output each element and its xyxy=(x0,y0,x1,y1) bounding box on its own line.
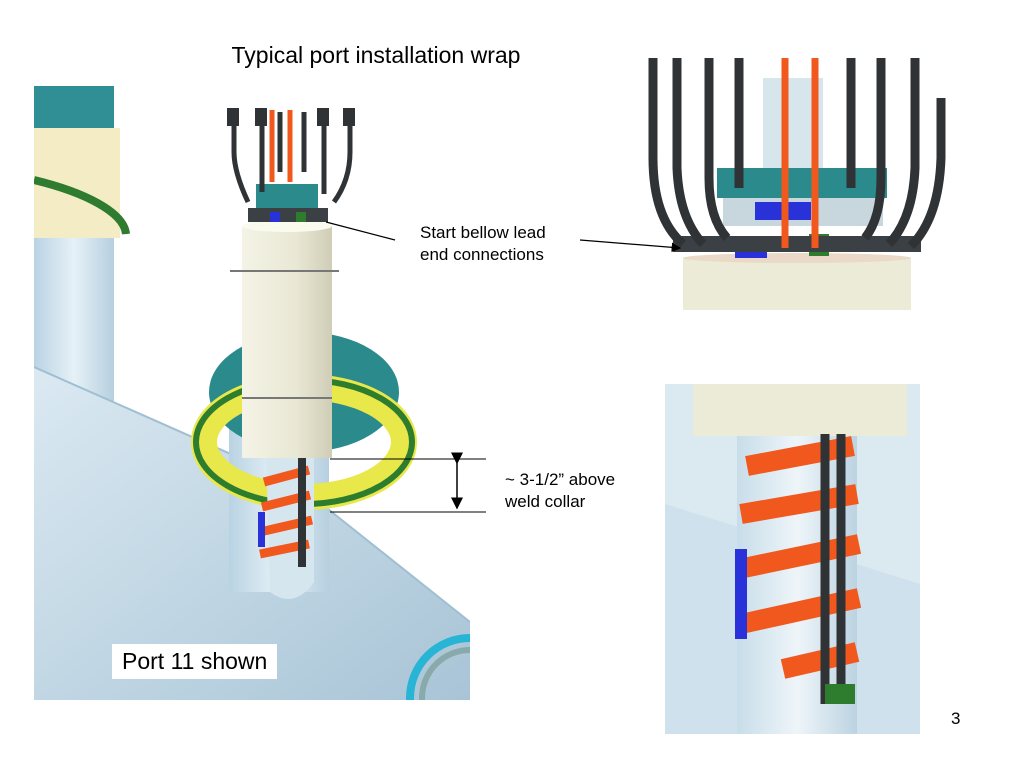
port-caption: Port 11 shown xyxy=(112,644,278,679)
page-number: 3 xyxy=(951,709,961,728)
slide-title: Typical port installation wrap xyxy=(231,42,521,68)
bellow-lead-callout: Start bellow lead end connections xyxy=(420,222,546,266)
weld-collar-callout-line2: weld collar xyxy=(505,492,586,511)
weld-collar-callout: ~ 3-1/2” above weld collar xyxy=(505,469,615,513)
leader-line-right xyxy=(579,239,682,253)
tape-wrap-detail-render xyxy=(665,384,920,734)
leader-line-left xyxy=(325,221,396,241)
bellow-lead-detail-render xyxy=(648,58,946,310)
weld-collar-callout-line1: ~ 3-1/2” above xyxy=(505,470,616,489)
bellow-lead-callout-line1: Start bellow lead xyxy=(420,223,546,242)
bellow-lead-callout-line2: end connections xyxy=(420,245,544,264)
main-port-render xyxy=(34,86,470,700)
